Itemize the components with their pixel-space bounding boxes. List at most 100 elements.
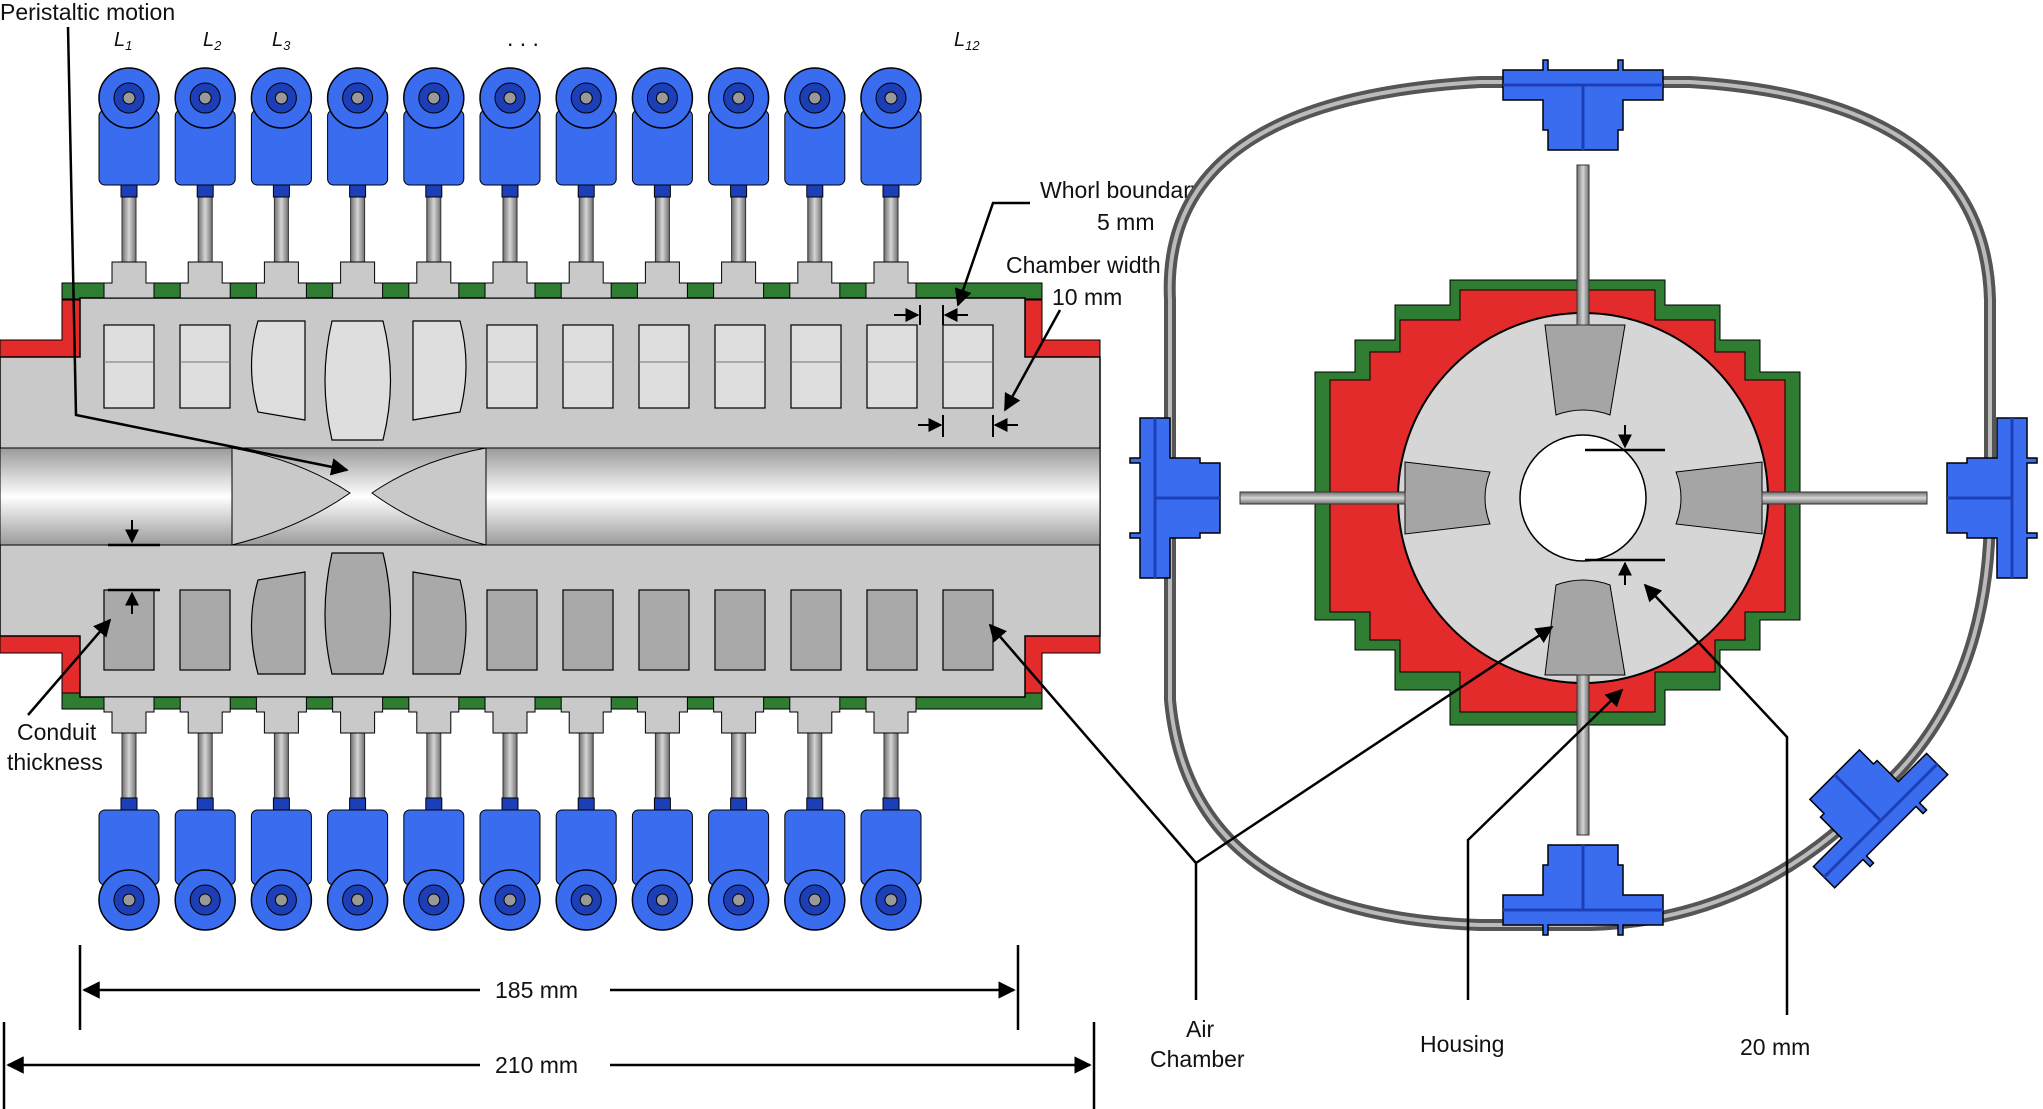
chamber [638, 589, 690, 671]
arrow-chamber-width [1003, 309, 1062, 412]
actuator-connector [332, 696, 384, 734]
label-conduit-1: Conduit [17, 719, 97, 745]
rod-left [1239, 491, 1406, 505]
top-actuators [98, 67, 922, 299]
actuator-neck [730, 797, 748, 811]
actuator-neck [882, 184, 900, 198]
chamber [866, 589, 918, 671]
actuator-connector [103, 696, 155, 734]
chamber [714, 589, 766, 671]
bottom-actuators [98, 696, 922, 931]
actuator-bolt [503, 91, 517, 105]
arrow-air-to-side [988, 623, 1197, 864]
actuator-neck [272, 797, 290, 811]
arrow-housing [1466, 688, 1624, 1000]
actuator-neck [577, 184, 595, 198]
top-chambers [103, 320, 994, 441]
label-dots: . . . [507, 25, 539, 51]
label-20mm: 20 mm [1740, 1034, 1810, 1060]
actuator-connector [103, 261, 155, 299]
actuator-bolt [732, 91, 746, 105]
lumen [0, 447, 1101, 546]
label-chamber-width-1: Chamber width [1006, 252, 1161, 278]
actuator-connector [560, 261, 612, 299]
chamber [250, 571, 306, 675]
actuator-bolt [732, 893, 746, 907]
actuator-neck [501, 184, 519, 198]
actuator-neck [882, 797, 900, 811]
side-view: L1 L2 L3 . . . L12 Peristaltic motion Wh… [0, 0, 1203, 1109]
actuator-connector [255, 261, 307, 299]
actuator-connector [789, 696, 841, 734]
actuator-neck [501, 797, 519, 811]
actuator-connector [332, 261, 384, 299]
arrow-peristaltic [66, 26, 349, 476]
label-air-2: Chamber [1150, 1046, 1245, 1072]
label-L2: L2 [203, 29, 222, 53]
chamber [103, 589, 155, 671]
actuator-connector [408, 261, 460, 299]
actuator-connector [179, 261, 231, 299]
actuator-neck [730, 184, 748, 198]
chamber [324, 320, 392, 441]
label-whorl-1: Whorl boundary [1040, 177, 1203, 203]
actuator-bolt [427, 893, 441, 907]
chamber [942, 589, 994, 671]
actuator-neck [349, 184, 367, 198]
ring-actuator [1502, 844, 1664, 936]
actuator-connector [179, 696, 231, 734]
label-chamber-width-2: 10 mm [1052, 284, 1122, 310]
actuator-neck [806, 797, 824, 811]
actuator-bolt [808, 893, 822, 907]
chamber [486, 324, 538, 409]
arrow-whorl [954, 201, 1030, 307]
actuator-neck [806, 184, 824, 198]
chamber [412, 571, 467, 675]
actuator-bolt [579, 893, 593, 907]
air-chamber-top [1544, 324, 1626, 416]
lumen-constriction [231, 447, 351, 546]
chamber [866, 324, 918, 409]
actuator-connector [484, 696, 536, 734]
actuator-neck [653, 184, 671, 198]
chamber [790, 589, 842, 671]
ring-actuator [1808, 748, 1949, 889]
actuator-neck [653, 797, 671, 811]
chamber [942, 324, 994, 409]
air-chamber-right [1675, 461, 1763, 535]
actuator-connector [865, 261, 917, 299]
lumen-constriction-right [371, 447, 487, 546]
actuator-bolt [122, 893, 136, 907]
actuator-connector [255, 696, 307, 734]
chamber [562, 324, 614, 409]
actuator-bolt [884, 91, 898, 105]
label-air-1: Air [1186, 1016, 1214, 1042]
actuator-bolt [427, 91, 441, 105]
actuator-bolt [579, 91, 593, 105]
actuator-neck [120, 797, 138, 811]
actuator-connector [408, 696, 460, 734]
label-L12: L12 [954, 29, 980, 53]
cross-section-view: Air Chamber Housing 20 mm [988, 59, 2038, 1072]
ring-actuator [1502, 59, 1664, 151]
actuator-connector [636, 261, 688, 299]
actuator-bolt [351, 893, 365, 907]
actuator-bolt [884, 893, 898, 907]
chamber [250, 320, 306, 421]
arrow-20mm [1643, 583, 1789, 1015]
actuator-bolt [198, 893, 212, 907]
actuator-connector [789, 261, 841, 299]
actuator-bolt [503, 893, 517, 907]
chamber [179, 589, 231, 671]
chamber [714, 324, 766, 409]
arrow-air-to-xs [1194, 625, 1554, 1000]
actuator-connector [713, 696, 765, 734]
air-chamber-left [1404, 461, 1491, 535]
actuator-neck [272, 184, 290, 198]
ring-actuator [1129, 417, 1221, 579]
chamber [324, 552, 392, 675]
actuator-connector [484, 261, 536, 299]
actuator-connector [713, 261, 765, 299]
actuator-bolt [655, 91, 669, 105]
